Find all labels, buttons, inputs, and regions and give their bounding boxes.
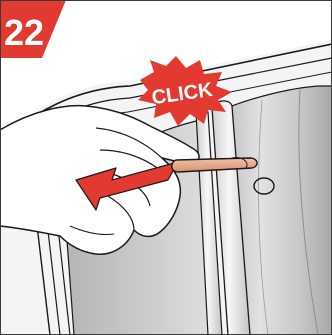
step-badge: 22 (0, 0, 66, 58)
step-number: 22 (4, 12, 44, 53)
